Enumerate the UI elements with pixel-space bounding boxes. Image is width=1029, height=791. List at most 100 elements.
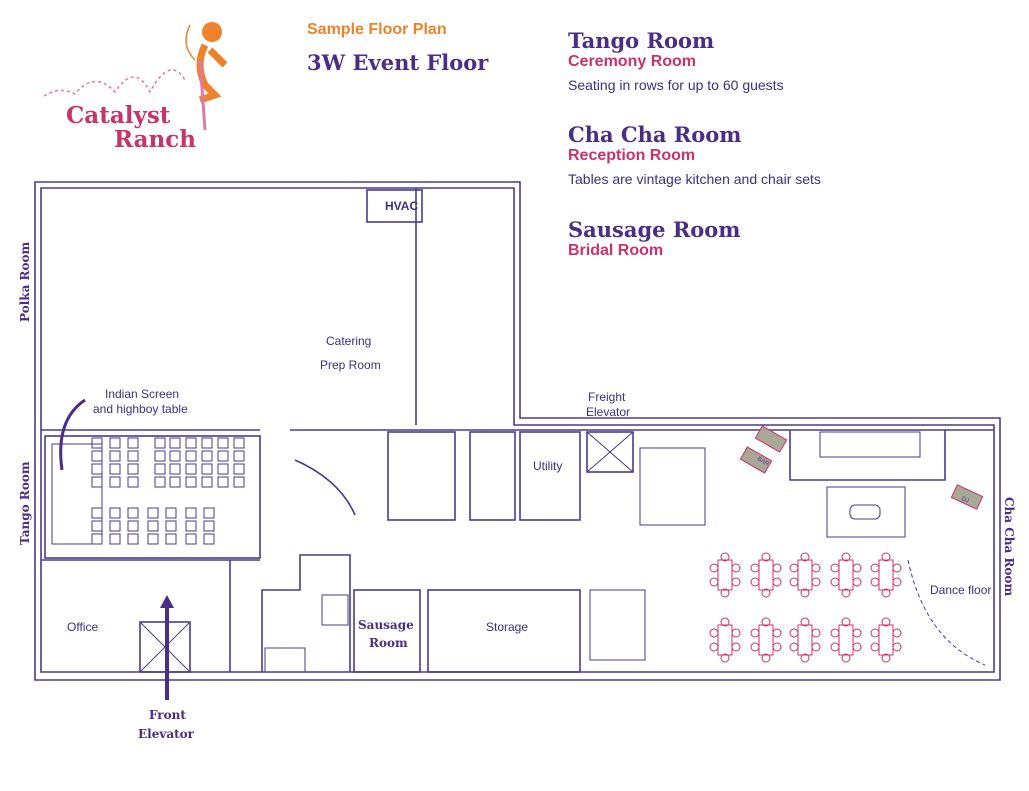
chair xyxy=(217,437,229,449)
front-elevator-label: Front xyxy=(149,708,186,722)
dj-booth: DJ xyxy=(950,484,984,510)
chair xyxy=(201,463,213,475)
stairs-left xyxy=(264,594,349,673)
chair xyxy=(201,476,213,488)
tango-seating xyxy=(91,437,245,545)
chair xyxy=(789,563,799,573)
chair xyxy=(772,563,782,573)
chair xyxy=(892,642,902,652)
svg-text:and highboy table: and highboy table xyxy=(93,402,188,416)
chair xyxy=(830,577,840,587)
chair xyxy=(154,463,166,475)
chair xyxy=(750,577,760,587)
chair xyxy=(203,507,215,519)
chair xyxy=(127,463,139,475)
lounge-set-3 xyxy=(826,486,906,538)
cha-cha-room-label: Cha Cha Room xyxy=(1002,497,1016,596)
chair xyxy=(750,642,760,652)
chair xyxy=(91,450,103,462)
chair xyxy=(109,520,121,532)
chair xyxy=(731,642,741,652)
svg-text:Elevator: Elevator xyxy=(138,727,195,741)
hvac-label: HVAC xyxy=(385,199,418,213)
chair xyxy=(91,533,103,545)
chair xyxy=(147,520,159,532)
chair xyxy=(772,628,782,638)
chair xyxy=(852,563,862,573)
chair xyxy=(892,628,902,638)
chair xyxy=(772,577,782,587)
chair xyxy=(109,476,121,488)
chair xyxy=(165,507,177,519)
chair xyxy=(154,437,166,449)
chair xyxy=(127,450,139,462)
chair xyxy=(811,642,821,652)
chair xyxy=(761,588,771,598)
chair xyxy=(830,628,840,638)
tango-room-walls xyxy=(44,435,261,559)
chair xyxy=(720,617,730,627)
chair xyxy=(811,577,821,587)
hvac-box xyxy=(366,189,423,223)
chair xyxy=(750,628,760,638)
chair xyxy=(233,437,245,449)
chair xyxy=(233,450,245,462)
indian-screen-arrow xyxy=(59,398,86,471)
polka-room-label: Polka Room xyxy=(18,241,32,322)
chair xyxy=(165,520,177,532)
tango-room-label: Tango Room xyxy=(18,461,32,545)
chair xyxy=(127,507,139,519)
chair xyxy=(185,463,197,475)
svg-text:Catalyst: Catalyst xyxy=(66,102,171,129)
utility-label: Utility xyxy=(533,459,562,473)
chair xyxy=(830,563,840,573)
svg-text:Prep Room: Prep Room xyxy=(320,358,381,372)
chair xyxy=(109,463,121,475)
chair xyxy=(761,617,771,627)
stairs-right xyxy=(819,431,921,458)
legend-cha-cha: Cha Cha Room Reception Room Tables are v… xyxy=(568,122,821,187)
chair xyxy=(233,463,245,475)
chair xyxy=(91,437,103,449)
chair xyxy=(731,577,741,587)
chair xyxy=(841,552,851,562)
utility-walls xyxy=(519,431,581,521)
freight-elevator-shaft xyxy=(586,431,634,473)
svg-text:DJ: DJ xyxy=(960,496,969,505)
page-title: 3W Event Floor xyxy=(307,50,489,75)
chair xyxy=(109,533,121,545)
chair xyxy=(761,552,771,562)
chair xyxy=(154,476,166,488)
chair xyxy=(772,642,782,652)
chair xyxy=(731,563,741,573)
dance-floor-boundary xyxy=(907,559,986,666)
dance-floor-label: Dance floor xyxy=(930,583,991,597)
chair xyxy=(852,628,862,638)
reception-table xyxy=(758,624,774,656)
svg-text:BAR: BAR xyxy=(756,456,770,468)
sausage-room-walls xyxy=(353,589,421,673)
chair xyxy=(185,437,197,449)
chair xyxy=(91,507,103,519)
storage-walls xyxy=(427,589,581,673)
chair xyxy=(91,463,103,475)
chair xyxy=(201,450,213,462)
freight-elevator-label: Freight xyxy=(588,390,626,404)
chair xyxy=(841,588,851,598)
chair xyxy=(800,588,810,598)
chair xyxy=(91,476,103,488)
chair xyxy=(169,463,181,475)
bar-counter: BAR xyxy=(739,425,788,474)
chair xyxy=(109,450,121,462)
chair xyxy=(127,476,139,488)
chair xyxy=(185,507,197,519)
chair xyxy=(870,577,880,587)
office-label: Office xyxy=(67,620,98,634)
chair xyxy=(881,552,891,562)
chair xyxy=(203,533,215,545)
chair xyxy=(217,463,229,475)
chair xyxy=(109,507,121,519)
chair xyxy=(892,563,902,573)
chair xyxy=(870,628,880,638)
